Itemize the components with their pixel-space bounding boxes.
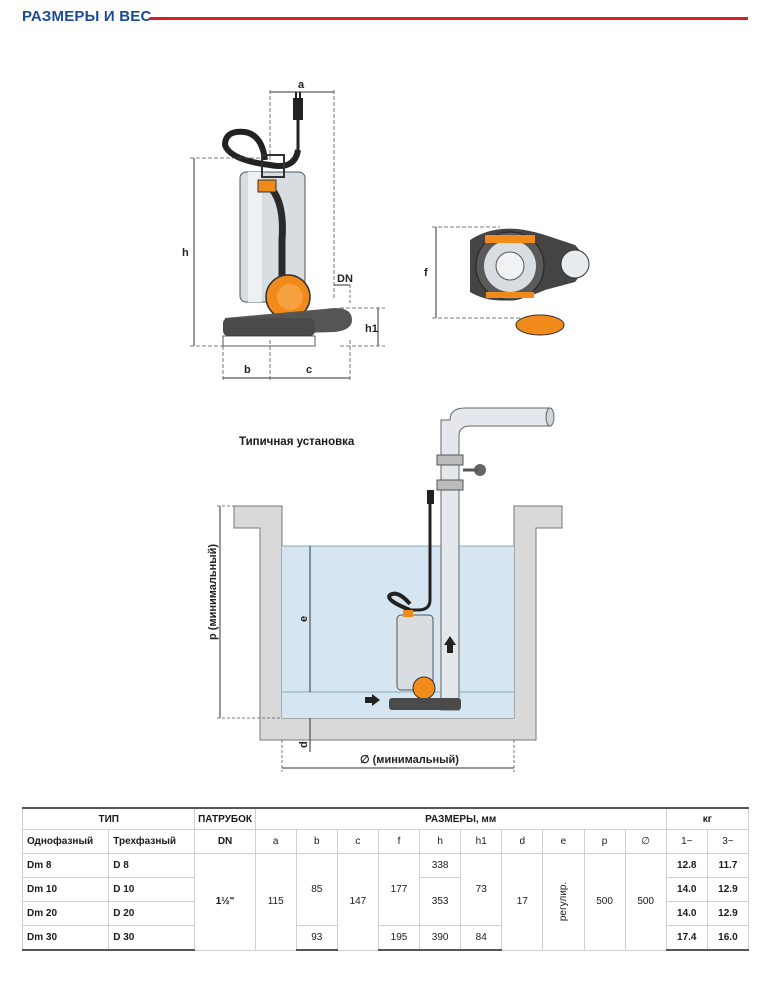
cell-e: регулир. — [542, 853, 585, 951]
dim-h1-label: h1 — [365, 323, 378, 335]
cell-h: 353 — [419, 877, 462, 926]
sub-f: f — [377, 829, 421, 854]
installation-caption: Типичная установка — [239, 436, 355, 448]
table-row: Dm 8 D 8 1½" 115 85 147 177 338 73 17 ре… — [21, 853, 750, 951]
spec-table: ТИП ПАТРУБОК РАЗМЕРЫ, мм кг Однофазный Т… — [21, 807, 750, 951]
cell-single: Dm 8 — [21, 853, 110, 878]
cell-three: D 10 — [108, 877, 196, 902]
cell-w1: 14.0 — [665, 901, 708, 926]
cell-h: 338 — [419, 853, 462, 878]
sub-p: p — [583, 829, 626, 854]
table-row: Dm 30 D 30 93 195 390 84 17.4 16.0 — [21, 925, 750, 951]
dim-width-label: ∅ (минимальный) — [360, 754, 459, 766]
cell-h: 390 — [419, 925, 462, 951]
sub-w3: 3~ — [706, 829, 750, 854]
table-row: Dm 20 D 20 14.0 12.9 — [21, 901, 750, 926]
cell-f: 195 — [377, 925, 421, 951]
page-title: РАЗМЕРЫ И ВЕС — [22, 8, 152, 25]
technical-drawing: a h DN — [182, 79, 590, 772]
cell-three: D 30 — [108, 925, 196, 951]
cell-p: 500 — [583, 853, 626, 951]
cell-f: 177 — [377, 853, 421, 926]
dim-c-label: c — [306, 364, 312, 376]
sub-w1: 1~ — [665, 829, 708, 854]
cell-w3: 12.9 — [706, 901, 750, 926]
installation-drawing: p (минимальный) e d ∅ (минимальный) — [207, 407, 563, 772]
dim-a-label: a — [298, 79, 305, 91]
dim-b-label: b — [244, 364, 251, 376]
header-weight: кг — [665, 807, 750, 830]
sub-dn: DN — [194, 829, 256, 854]
cell-w1: 14.0 — [665, 877, 708, 902]
cell-w3: 16.0 — [706, 925, 750, 951]
header-outlet: ПАТРУБОК — [194, 807, 256, 830]
sub-diam: ∅ — [624, 829, 667, 854]
cell-w1: 17.4 — [665, 925, 708, 951]
dim-h-label: h — [182, 247, 189, 259]
cell-w3: 12.9 — [706, 877, 750, 902]
pump-side-view: a h DN — [182, 79, 385, 382]
cell-b: 85 — [295, 853, 338, 926]
sub-h1: h1 — [460, 829, 503, 854]
cell-w1: 12.8 — [665, 853, 708, 878]
cell-h1: 73 — [460, 853, 503, 926]
table-sub-header: Однофазный Трехфазный DN a b c f h h1 d … — [21, 829, 750, 854]
cell-c: 147 — [336, 853, 379, 951]
table-group-header: ТИП ПАТРУБОК РАЗМЕРЫ, мм кг — [21, 807, 750, 830]
cell-single: Dm 30 — [21, 925, 110, 951]
sub-b: b — [295, 829, 338, 854]
sub-a: a — [254, 829, 297, 854]
cell-dn: 1½" — [194, 853, 256, 951]
sub-e: e — [542, 829, 585, 854]
cell-w3: 11.7 — [706, 853, 750, 878]
header-dims: РАЗМЕРЫ, мм — [254, 807, 667, 830]
cell-three: D 8 — [108, 853, 196, 878]
dim-p-label: p (минимальный) — [207, 544, 219, 640]
sub-d: d — [501, 829, 544, 854]
cell-diam: 500 — [624, 853, 667, 951]
dim-e-label: e — [298, 616, 310, 622]
dim-d-label: d — [298, 741, 310, 748]
dim-f-label: f — [424, 267, 428, 279]
sub-c: c — [336, 829, 379, 854]
sub-three-phase: Трехфазный — [108, 829, 196, 854]
sub-h: h — [419, 829, 462, 854]
cell-h1: 84 — [460, 925, 503, 951]
cell-single: Dm 20 — [21, 901, 110, 926]
pump-top-view: f — [424, 226, 590, 336]
cell-single: Dm 10 — [21, 877, 110, 902]
cell-e-text: регулир. — [557, 882, 569, 922]
cell-a: 115 — [254, 853, 297, 951]
sub-single-phase: Однофазный — [21, 829, 110, 854]
title-rule — [150, 17, 748, 20]
cell-three: D 20 — [108, 901, 196, 926]
header-type: ТИП — [21, 807, 196, 830]
cell-d: 17 — [501, 853, 544, 951]
cell-b: 93 — [295, 925, 338, 951]
dim-dn-label: DN — [337, 273, 353, 285]
